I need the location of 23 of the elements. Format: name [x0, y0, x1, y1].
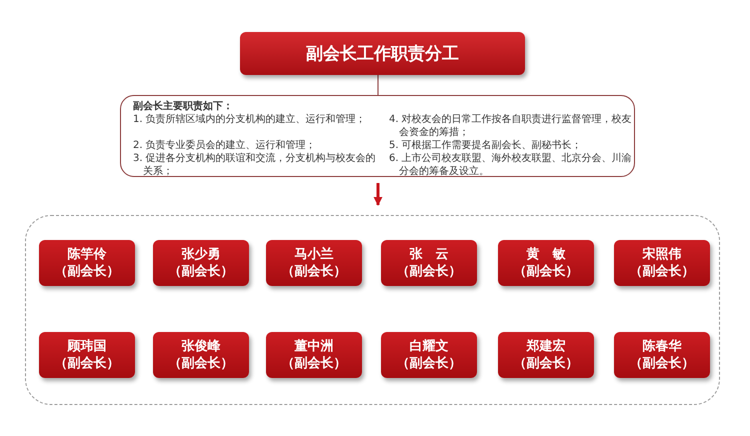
description-box [120, 95, 635, 177]
name-box: 顾玮国 （副会长） [39, 332, 135, 378]
name-box: 黄 敏 （副会长） [498, 240, 594, 286]
name-box: 郑建宏 （副会长） [498, 332, 594, 378]
name-box: 董中洲 （副会长） [266, 332, 362, 378]
list-item: 4. 对校友会的日常工作按各自职责进行监督管理，校友会资金的筹措； [389, 113, 633, 139]
name-box: 张少勇 （副会长） [153, 240, 249, 286]
name-box: 张俊峰 （副会长） [153, 332, 249, 378]
name-box: 陈竽伶 （副会长） [39, 240, 135, 286]
name-box: 白耀文 （副会长） [381, 332, 477, 378]
list-item: 1. 负责所辖区域内的分支机构的建立、运行和管理； [133, 113, 367, 126]
group-frame [25, 215, 720, 405]
list-item: 3. 促进各分支机构的联谊和交流，分支机构与校友会的关系； [133, 152, 377, 178]
list-item: 2. 负责专业委员会的建立、运行和管理； [133, 139, 317, 152]
name-box: 宋照伟 （副会长） [614, 240, 710, 286]
list-item: 5. 可根据工作需要提名副会长、副秘书长； [389, 139, 583, 152]
name-box: 马小兰 （副会长） [266, 240, 362, 286]
arrow [374, 183, 382, 206]
list-item: 6. 上市公司校友联盟、海外校友联盟、北京分会、川渝分会的筹备及设立。 [389, 152, 633, 178]
name-box: 陈春华 （副会长） [614, 332, 710, 378]
title-box: 副会长工作职责分工 [240, 32, 525, 75]
list-heading: 副会长主要职责如下： [133, 100, 234, 113]
name-box: 张 云 （副会长） [381, 240, 477, 286]
